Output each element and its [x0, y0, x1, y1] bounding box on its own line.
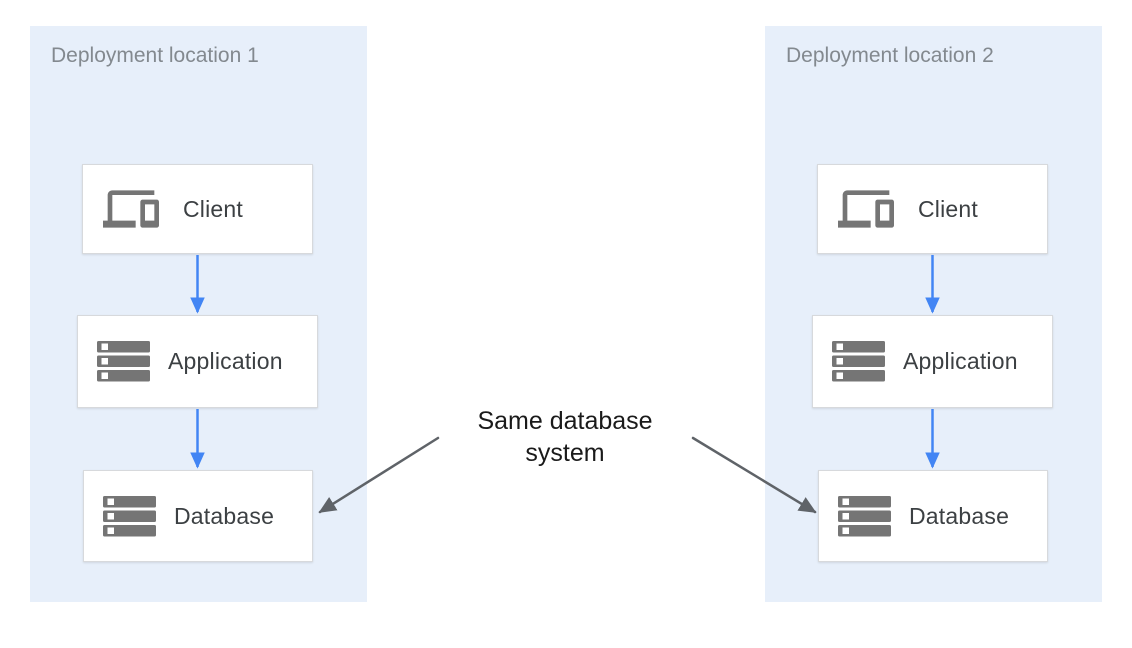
node-label: Client: [918, 195, 979, 222]
database-node-1: Database: [83, 470, 313, 562]
panel-title: Deployment location 2: [786, 44, 994, 67]
server-stack-icon: [97, 341, 150, 382]
panel-title: Deployment location 1: [51, 44, 259, 67]
deployment-location-1-panel: Deployment location 1 Client A: [30, 26, 367, 602]
database-node-2: Database: [818, 470, 1048, 562]
client-node-1: Client: [82, 164, 313, 254]
client-node-2: Client: [817, 164, 1048, 254]
devices-icon: [838, 188, 894, 230]
application-node-2: Application: [812, 315, 1053, 408]
node-label: Database: [909, 502, 1010, 529]
server-stack-icon: [103, 495, 156, 537]
deployment-location-2-panel: Deployment location 2 Client A: [765, 26, 1102, 602]
application-node-1: Application: [77, 315, 318, 408]
node-label: Database: [174, 502, 275, 529]
devices-icon: [103, 188, 159, 230]
server-stack-icon: [832, 341, 885, 382]
same-database-system-label: Same database system: [477, 407, 653, 467]
server-stack-icon: [838, 495, 891, 537]
node-label: Application: [168, 348, 283, 374]
node-label: Application: [903, 348, 1018, 374]
node-label: Client: [183, 195, 244, 222]
